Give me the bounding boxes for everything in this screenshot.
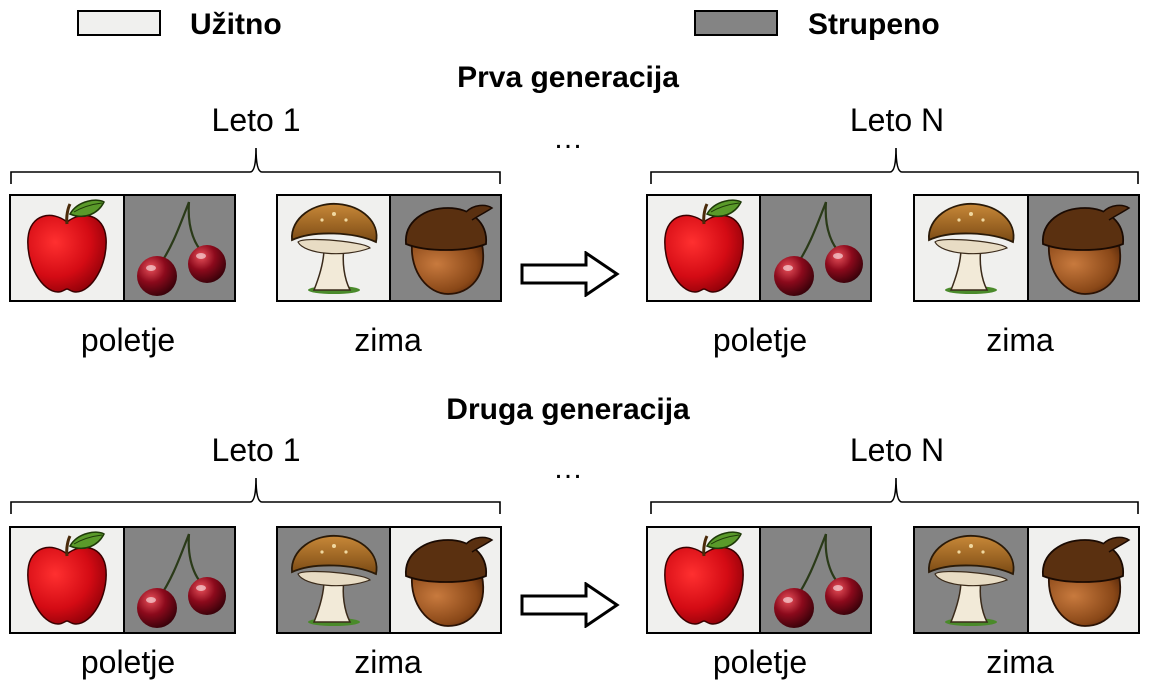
season-label: poletje [712,644,808,680]
year-label: Leto N [849,102,945,138]
year-brace [10,477,501,514]
year-label: Leto 1 [211,102,301,138]
generation-title: Prva generacija [457,61,679,94]
winter-food-pair [913,526,1140,634]
food-cell [915,196,1027,300]
ellipsis: … [553,122,585,155]
food-cell [648,196,759,300]
apple-icon [22,198,112,298]
legend-poisonous-label: Strupeno [808,8,940,41]
food-cell [1026,528,1138,632]
cherries-icon [129,530,229,630]
winter-food-pair [913,194,1140,302]
season-label: poletje [80,322,176,358]
food-cell [122,196,234,300]
winter-food-pair [276,526,502,634]
summer-food-pair [9,526,236,634]
acorn-icon [1033,530,1133,630]
legend-edible-swatch [77,10,161,36]
food-cell [389,528,500,632]
food-cell [278,528,389,632]
year-brace [10,147,501,184]
food-cell [11,196,123,300]
season-label: poletje [712,322,808,358]
cherries-icon [766,198,866,298]
mushroom-icon [921,198,1021,298]
apple-icon [22,530,112,630]
summer-food-pair [9,194,236,302]
cherries-icon [766,530,866,630]
food-cell [389,196,500,300]
ellipsis: … [553,452,585,485]
food-cell [759,528,870,632]
food-cell [1026,196,1138,300]
acorn-icon [396,198,496,298]
season-label: zima [354,322,422,358]
season-label: zima [986,322,1054,358]
food-cell [648,528,759,632]
legend-poisonous-swatch [694,10,778,36]
food-cell [915,528,1027,632]
year-brace [650,147,1139,184]
arrow-right-icon [520,582,620,628]
generation-title: Druga generacija [446,393,690,426]
winter-food-pair [276,194,502,302]
arrow-right-icon [520,251,620,297]
season-label: zima [354,644,422,680]
year-label: Leto 1 [211,432,301,468]
year-brace [650,477,1139,514]
food-cell [278,196,389,300]
season-label: poletje [80,644,176,680]
mushroom-icon [284,530,384,630]
food-cell [759,196,870,300]
food-cell [11,528,123,632]
mushroom-icon [921,530,1021,630]
cherries-icon [129,198,229,298]
mushroom-icon [284,198,384,298]
season-label: zima [986,644,1054,680]
summer-food-pair [646,194,872,302]
acorn-icon [396,530,496,630]
apple-icon [659,198,749,298]
apple-icon [659,530,749,630]
year-label: Leto N [849,432,945,468]
food-cell [122,528,234,632]
acorn-icon [1033,198,1133,298]
legend-edible-label: Užitno [190,8,282,41]
summer-food-pair [646,526,872,634]
